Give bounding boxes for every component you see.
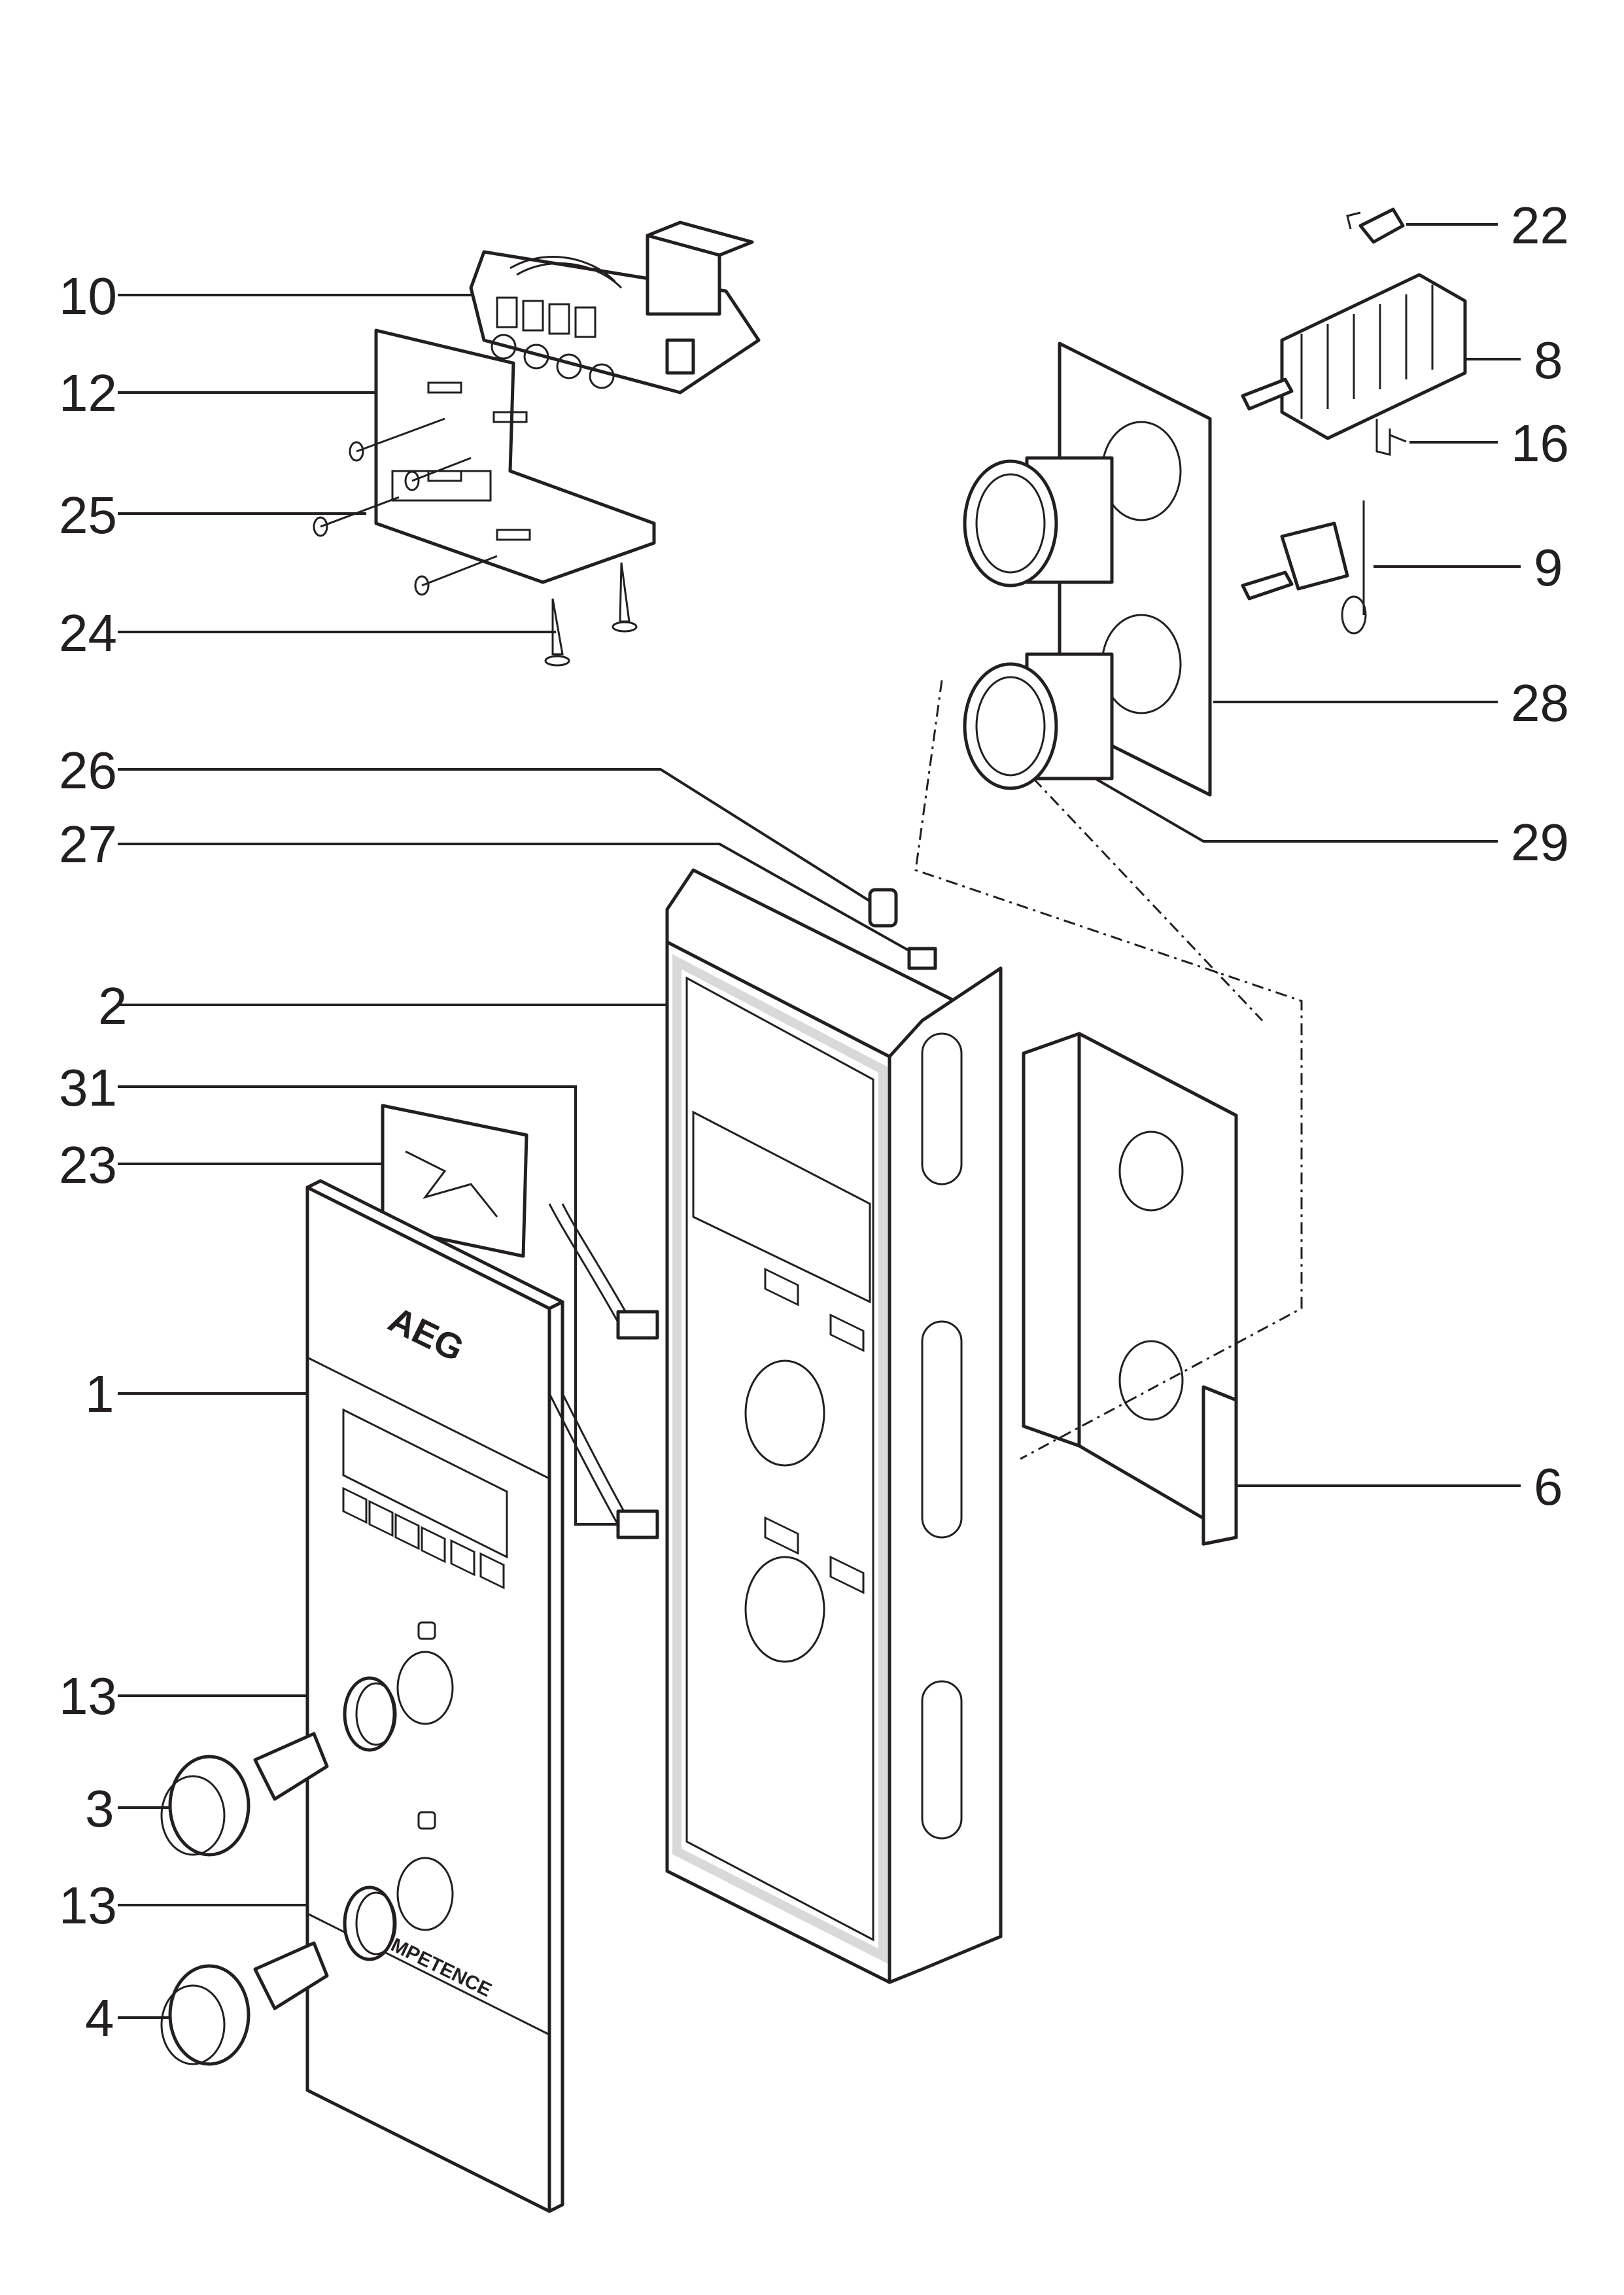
callout-22: 22 [1511,196,1569,254]
callout-25: 25 [59,486,117,544]
callout-31: 31 [59,1059,117,1117]
bracket-part [374,328,656,584]
clip-16-part [1375,419,1407,456]
callout-16: 16 [1511,414,1569,472]
callout-9: 9 [1534,538,1563,597]
callout-12: 12 [59,364,117,422]
callout-13-top: 13 [59,1667,117,1725]
callout-28: 28 [1511,674,1569,732]
callout-6: 6 [1534,1458,1563,1516]
leader-31 [118,1085,618,1526]
clip-22-part [1346,207,1405,244]
assembly-guide-lines [914,680,1303,1460]
display-pcb-part [469,220,761,394]
callout-3: 3 [85,1779,114,1838]
thermostat-part [1241,500,1367,635]
studs-part [544,562,638,667]
leader-29 [1071,764,1498,843]
rotary-switch-part [1241,273,1467,440]
callout-1: 1 [85,1365,114,1423]
panel-button-row [342,1486,505,1590]
bezel-top-part [343,1676,397,1752]
left-callouts: 10 12 25 24 26 27 2 31 23 1 13 3 13 4 [59,267,929,2047]
callout-4: 4 [85,1989,114,2047]
main-frame-part [665,868,1003,1984]
knob-3-part [160,1732,329,1857]
callout-29: 29 [1511,813,1569,871]
callout-10: 10 [59,267,117,325]
right-callouts: 22 8 16 9 28 29 6 [1071,196,1569,1516]
control-panel-part: AEG COMPETENCE [305,1179,564,2213]
screws-part [313,417,498,596]
callout-27: 27 [59,815,117,873]
callout-26: 26 [59,741,117,799]
callout-24: 24 [59,604,117,662]
wire-harness-part [548,1203,659,1539]
callout-8: 8 [1534,331,1563,389]
leader-27 [118,843,929,963]
bezel-bottom-part [343,1885,397,1961]
display-window-part [381,1104,528,1258]
callout-13-bottom: 13 [59,1876,117,1935]
side-bracket-part [1022,1032,1238,1546]
knob-4-part [160,1941,329,2066]
switch-housing-top-part [963,456,1114,587]
leader-26 [118,768,884,911]
switch-housing-bottom-part [963,652,1114,790]
callout-23: 23 [59,1136,117,1194]
